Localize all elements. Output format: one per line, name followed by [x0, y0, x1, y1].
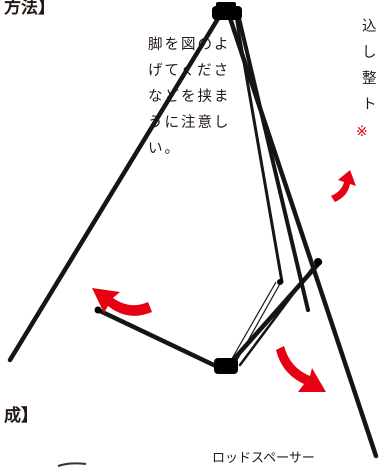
partial-component — [57, 462, 87, 467]
arrow-lower-right — [276, 346, 326, 392]
inner-leg — [234, 14, 284, 284]
left-joint — [94, 306, 102, 314]
rear-leg — [236, 12, 310, 312]
right-leg — [225, 9, 379, 459]
right-line-3: 整 — [362, 71, 377, 87]
right-line-1: 込 — [362, 19, 377, 35]
instructions-line-4: うに注意し — [148, 115, 231, 131]
left-leg — [7, 9, 225, 363]
instructions-heading: 方法】 — [4, 0, 55, 18]
frame-legs — [7, 9, 379, 459]
rotation-arrows — [92, 170, 356, 392]
right-line-4: ト — [362, 97, 377, 113]
instructions-line-1: 脚を図のよ — [148, 37, 231, 53]
left-cross-bar — [95, 307, 223, 371]
rod-spacer-caption: ロッドスペーサー — [212, 451, 315, 466]
arrow-left — [92, 288, 152, 316]
spacer-joint — [277, 279, 283, 285]
section2-heading: 成】 — [4, 406, 38, 426]
joints — [94, 2, 322, 374]
right-joint — [314, 258, 322, 266]
instructions-line-5: い。 — [148, 141, 181, 157]
bottom-hinge — [214, 358, 238, 374]
right-line-2: し — [362, 45, 377, 61]
arrow-upper-right — [331, 170, 356, 202]
cross-bars — [95, 259, 323, 371]
note-mark: ※ — [356, 124, 368, 140]
